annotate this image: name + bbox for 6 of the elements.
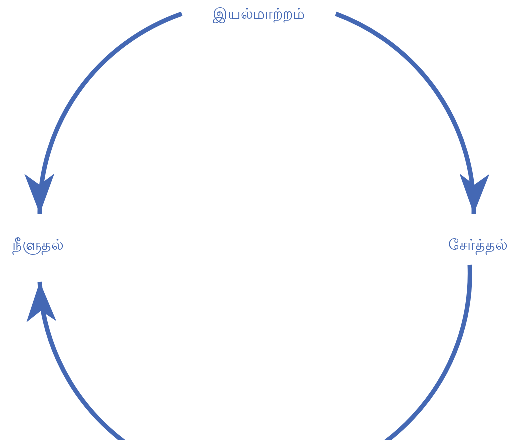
cycle-label: இயல்மாற்றம் [213,4,305,24]
cycle-label: சேர்த்தல் [448,235,508,255]
curved-arrow [335,12,488,214]
curved-arrow [29,264,472,440]
cycle-label: நீளுதல் [12,235,64,255]
curved-arrow [27,12,183,214]
